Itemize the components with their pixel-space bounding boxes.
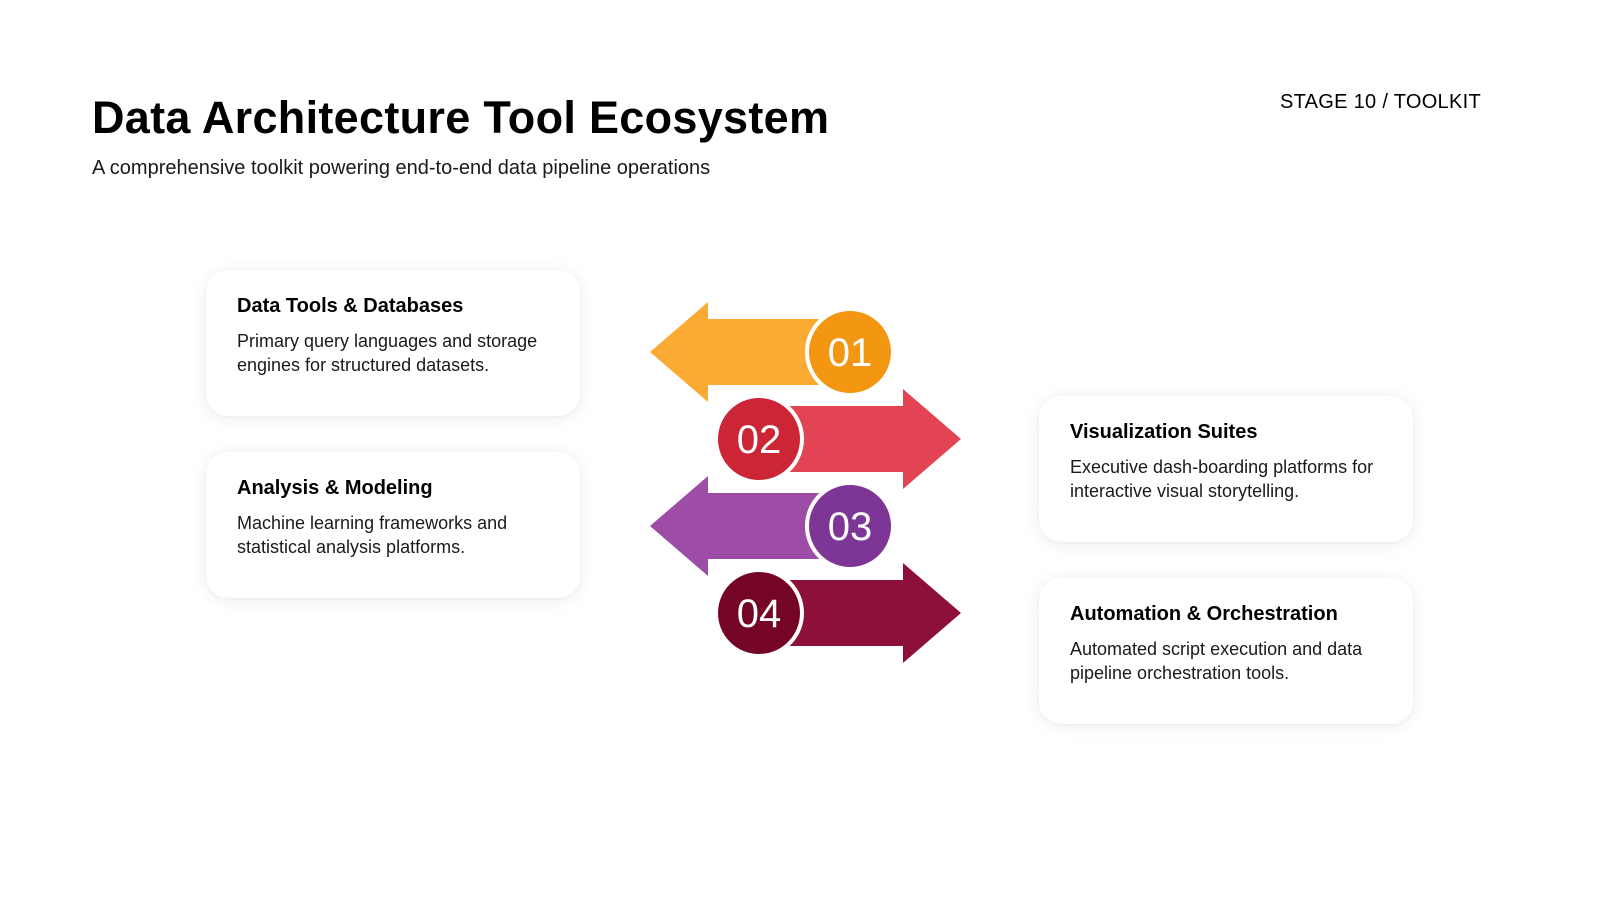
step-number-label: 01 [828, 331, 873, 375]
step-number-circle [805, 481, 895, 571]
card-analysis-modeling: Analysis & Modeling Machine learning fra… [206, 452, 580, 598]
page-title: Data Architecture Tool Ecosystem [92, 92, 830, 143]
card-description: Primary query languages and storage engi… [237, 331, 538, 375]
step-1: 01 [650, 302, 895, 402]
arrow-right-shape [759, 389, 961, 489]
card-automation-orchestration: Automation & Orchestration Automated scr… [1039, 578, 1413, 724]
step-2: 02 [714, 389, 961, 489]
step-number-label: 02 [737, 418, 782, 462]
stage-label: STAGE 10 / TOOLKIT [1279, 91, 1481, 113]
step-number-circle [805, 307, 895, 397]
arrow-right-shape [759, 563, 961, 663]
step-3: 03 [650, 476, 895, 576]
card-data-tools: Data Tools & Databases Primary query lan… [206, 270, 580, 416]
step-number-label: 04 [737, 592, 782, 636]
card-description: Automated script execution and data pipe… [1070, 639, 1363, 683]
card-title: Analysis & Modeling [237, 477, 433, 499]
card-description: Machine learning frameworks and statisti… [237, 513, 508, 557]
card-title: Automation & Orchestration [1070, 603, 1338, 625]
card-title: Data Tools & Databases [237, 295, 464, 317]
arrow-left-shape [650, 302, 850, 402]
step-4: 04 [714, 563, 961, 663]
card-title: Visualization Suites [1070, 421, 1258, 443]
arrow-left-shape [650, 476, 850, 576]
page-subtitle: A comprehensive toolkit powering end-to-… [92, 157, 711, 179]
step-number-circle [714, 394, 804, 484]
card-description: Executive dash-boarding platforms for in… [1070, 457, 1374, 501]
step-number-circle [714, 568, 804, 658]
step-number-label: 03 [828, 505, 873, 549]
card-visualization-suites: Visualization Suites Executive dash-boar… [1039, 396, 1413, 542]
